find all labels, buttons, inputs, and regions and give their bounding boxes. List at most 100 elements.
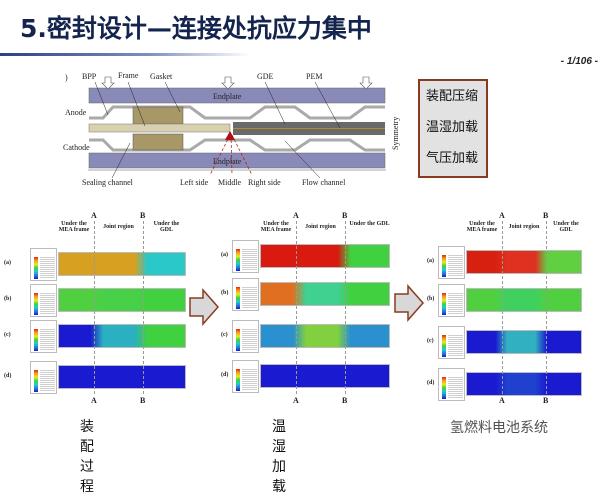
marker-b-bottom: B: [543, 396, 549, 405]
marker-a-bottom: A: [91, 396, 97, 405]
contour-legend: [30, 320, 57, 353]
header-under-frame: Under the MEA frame: [466, 221, 498, 233]
legend-values: [40, 329, 55, 351]
contour-strip: [260, 364, 390, 388]
contour-strip: [260, 324, 390, 348]
label-flow-channel: Flow channel: [302, 178, 346, 187]
legend-colorbar: [442, 293, 446, 315]
row-label: (a): [4, 260, 11, 266]
panel-caption: 装配过程: [80, 419, 94, 495]
contour-legend: [30, 361, 57, 394]
contour-legend: [232, 360, 259, 393]
legend-values: [448, 377, 463, 399]
row-label: (c): [221, 332, 228, 338]
contour-strip: [466, 288, 582, 312]
marker-b-top: B: [140, 211, 146, 220]
load-gas-pressure: 气压加载: [426, 151, 479, 166]
legend-values: [448, 335, 463, 357]
legend-values: [448, 293, 463, 315]
row-label: (d): [427, 380, 435, 386]
load-temp-humidity: 温湿加载: [426, 120, 479, 135]
marker-a-bottom: A: [293, 396, 299, 405]
header-joint-region: Joint region: [508, 224, 540, 230]
contour-strip: [466, 250, 582, 274]
label-symmetry: Symmetry: [391, 117, 400, 150]
legend-colorbar: [442, 377, 446, 399]
legend-values: [242, 369, 257, 391]
label-pem: PEM: [306, 72, 322, 81]
line-b: [143, 221, 144, 394]
marker-b-top: B: [543, 211, 549, 220]
contour-strip: [58, 324, 186, 348]
marker-a-top: A: [91, 211, 97, 220]
legend-colorbar: [34, 329, 38, 351]
label-cathode: Cathode: [63, 143, 90, 152]
line-a: [296, 221, 297, 394]
line-a: [502, 221, 503, 394]
legend-values: [448, 255, 463, 277]
label-anode: Anode: [65, 108, 87, 117]
row-label: (c): [4, 332, 11, 338]
contour-legend: [438, 284, 465, 317]
panel-caption: 温湿加载: [272, 419, 286, 495]
load-assembly-compression: 装配压缩: [426, 89, 479, 104]
contour-strip: [58, 288, 186, 312]
contour-legend: [232, 320, 259, 353]
contour-strip: [58, 252, 186, 276]
header-under-gdl: Under the GDL: [553, 221, 579, 233]
endplate-top-label: Endplate: [213, 92, 242, 101]
label-middle: Middle: [218, 178, 242, 187]
row-label: (b): [221, 290, 229, 296]
label-gde: GDE: [257, 72, 274, 81]
row-label: (a): [221, 252, 228, 258]
label-sealing-channel: Sealing channel: [82, 178, 134, 187]
contour-legend: [30, 284, 57, 317]
row-label: (b): [4, 296, 12, 302]
legend-values: [40, 370, 55, 392]
legend-colorbar: [236, 329, 240, 351]
row-label: (d): [4, 373, 12, 379]
legend-colorbar: [34, 257, 38, 279]
legend-colorbar: [34, 293, 38, 315]
header-joint-region: Joint region: [305, 224, 336, 230]
contour-strip: [58, 365, 186, 389]
legend-colorbar: [236, 369, 240, 391]
legend-values: [40, 257, 55, 279]
contour-legend: [30, 248, 57, 281]
label-left-side: Left side: [180, 178, 209, 187]
header-under-gdl: Under the GDL: [349, 221, 390, 227]
load-conditions-box: 装配压缩 温湿加载 气压加载: [418, 79, 488, 178]
legend-values: [40, 293, 55, 315]
marker-a-top: A: [293, 211, 299, 220]
panel-label: ): [65, 73, 68, 82]
line-b: [345, 221, 346, 394]
legend-values: [242, 329, 257, 351]
row-label: (c): [427, 338, 434, 344]
legend-colorbar: [34, 370, 38, 392]
endplate-bottom-label: Endplate: [213, 157, 242, 166]
legend-colorbar: [442, 335, 446, 357]
row-label: (a): [427, 258, 434, 264]
watermark: 氢燃料电池系统: [450, 420, 548, 436]
contour-legend: [438, 368, 465, 401]
contour-legend: [232, 240, 259, 273]
contour-legend: [232, 278, 259, 311]
line-b: [546, 221, 547, 394]
contour-legend: [438, 326, 465, 359]
label-frame: Frame: [118, 71, 139, 80]
row-label: (d): [221, 372, 229, 378]
header-under-gdl: Under the GDL: [153, 221, 180, 233]
arrow-right-icon: [189, 288, 220, 326]
slide-title: 5.密封设计—连接处抗应力集中: [20, 14, 372, 43]
marker-a-top: A: [499, 211, 505, 220]
label-bpp: BPP: [82, 72, 97, 81]
marker-b-top: B: [342, 211, 348, 220]
seal-schematic: ) BPP Frame Gasket GDE PEM Anode Cathode…: [63, 71, 400, 187]
contour-strip: [260, 244, 390, 268]
header-joint-region: Joint region: [103, 224, 134, 230]
contour-legend: [438, 246, 465, 279]
header-under-frame: Under the MEA frame: [260, 221, 292, 233]
contour-strip: [260, 282, 390, 306]
label-gasket: Gasket: [150, 72, 173, 81]
legend-values: [242, 287, 257, 309]
